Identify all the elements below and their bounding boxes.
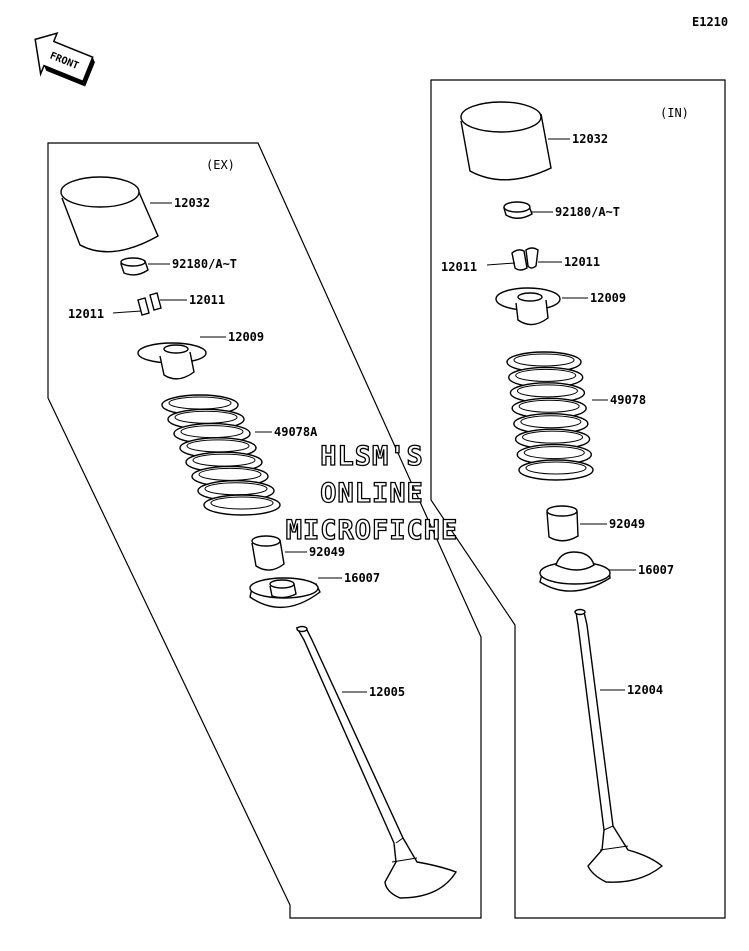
- ex-cotter-right-label: 12011: [189, 293, 225, 307]
- in-valve-label: 12004: [627, 683, 663, 697]
- in-spring-icon: [506, 351, 594, 481]
- exhaust-section-frame: [47, 142, 482, 919]
- ex-shim-icon: [120, 257, 149, 276]
- ex-seal-icon: [251, 535, 285, 571]
- diagram-code: E1210: [692, 15, 728, 29]
- ex-seat-icon: [249, 577, 321, 608]
- intake-section-frame: [430, 79, 726, 919]
- ex-retainer-label: 12009: [228, 330, 264, 344]
- watermark: HLSM'S ONLINE MICROFICHE: [285, 440, 459, 546]
- in-retainer-label: 12009: [590, 291, 626, 305]
- in-tappet-label: 12032: [572, 132, 608, 146]
- watermark-line-2: ONLINE: [320, 478, 424, 509]
- ex-spring-label: 49078A: [274, 425, 318, 439]
- in-retainer-icon: [495, 287, 561, 326]
- in-seat-label: 16007: [638, 563, 674, 577]
- watermark-line-3: MICROFICHE: [286, 515, 459, 546]
- in-spring-label: 49078: [610, 393, 646, 407]
- in-cotter-icon: [511, 247, 539, 271]
- watermark-line-1: HLSM'S: [320, 441, 424, 472]
- ex-shim-label: 92180/A~T: [172, 257, 237, 271]
- intake-section-label: (IN): [660, 106, 689, 120]
- in-seat-icon: [539, 551, 611, 592]
- ex-valve-icon: [295, 625, 458, 899]
- in-valve-icon: [574, 608, 664, 883]
- ex-cotter-icon: [137, 292, 162, 316]
- in-seal-label: 92049: [609, 517, 645, 531]
- ex-valve-label: 12005: [369, 685, 405, 699]
- in-shim-label: 92180/A~T: [555, 205, 620, 219]
- front-arrow-icon: FRONT: [34, 31, 95, 87]
- ex-spring-icon: [161, 394, 281, 516]
- ex-seal-label: 92049: [309, 545, 345, 559]
- ex-cotter-left-label: 12011: [68, 307, 104, 321]
- in-shim-icon: [503, 201, 533, 219]
- ex-seat-label: 16007: [344, 571, 380, 585]
- in-cotter-right-label: 12011: [564, 255, 600, 269]
- exhaust-section-label: (EX): [206, 158, 235, 172]
- ex-tappet-label: 12032: [174, 196, 210, 210]
- ex-tappet-icon: [60, 176, 159, 253]
- in-tappet-icon: [460, 101, 552, 181]
- ex-retainer-icon: [137, 342, 207, 380]
- in-seal-icon: [546, 505, 579, 542]
- in-cotter-left-label: 12011: [441, 260, 477, 274]
